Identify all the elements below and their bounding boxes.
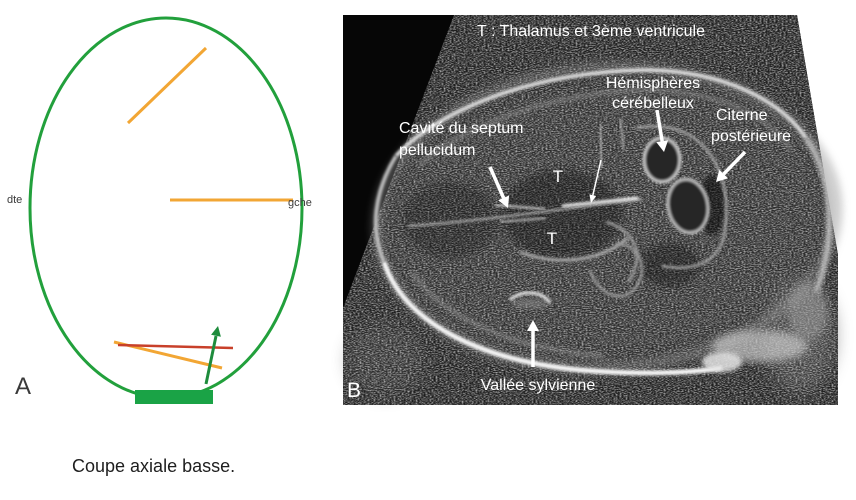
arrow-septum-pellucidum-head	[498, 195, 510, 208]
annotation-posterior-cistern-line1: Citerne	[716, 107, 768, 124]
panel-b-label: B	[347, 379, 361, 402]
maternal-echo-2	[702, 352, 742, 372]
posterior-fossa-outline	[635, 125, 728, 269]
head-outline	[28, 16, 304, 400]
section-line-upper-oblique	[126, 46, 208, 125]
arrow-third-ventricle-shaft	[592, 159, 602, 196]
third-ventricle-echo	[561, 196, 639, 208]
arrow-cerebellar-hemispheres-head	[656, 140, 669, 152]
septum-cavity-lower-wall	[499, 217, 547, 223]
thalamus-region	[502, 170, 622, 258]
skull-vault-upper-inner	[417, 88, 794, 168]
vertical-echo-1	[599, 123, 603, 169]
arrow-posterior-cistern-shaft	[722, 150, 747, 176]
figure-caption: Coupe axiale basse.	[72, 456, 235, 476]
annotation-thalamus-lower: T	[547, 229, 557, 248]
midline-echo	[407, 198, 643, 227]
arrow-sylvian-fissure-head	[527, 320, 539, 331]
frontal-region	[402, 182, 498, 258]
ultrasound-brain-structures	[407, 117, 828, 372]
skull-vault-lower-inner	[410, 271, 605, 358]
vertical-echo-2	[619, 117, 625, 151]
probe-direction-arrowhead	[211, 326, 221, 337]
skull-frontal	[373, 154, 398, 263]
annotation-thalamus-legend: T : Thalamus et 3ème ventricule	[477, 23, 705, 40]
arrow-posterior-cistern-head	[716, 169, 728, 182]
ultrasound-annotations: T : Thalamus et 3ème ventricule Hémisphè…	[347, 23, 791, 402]
sylvian-fissure-glow	[512, 299, 548, 309]
arrow-septum-pellucidum-shaft	[488, 166, 506, 199]
temporal-region	[640, 243, 700, 287]
annotation-septum-pellucidum-line1: Cavité du septum	[399, 120, 524, 137]
maternal-echo-3	[788, 284, 828, 340]
probe-direction-arrow-shaft	[204, 335, 218, 385]
peduncle-loop	[588, 242, 644, 298]
skull-vault-upper	[394, 67, 808, 158]
side-label-gauche: gche	[288, 197, 312, 209]
annotation-cerebellar-hemispheres-line2: cérébelleux	[612, 95, 694, 112]
ultrasound-probe	[135, 390, 213, 404]
panel-a-label: A	[15, 373, 31, 400]
skull-vault-lower	[381, 261, 723, 376]
septum-cavity-upper-wall	[494, 204, 546, 210]
annotation-posterior-cistern-line2: postérieure	[711, 128, 791, 145]
annotation-cerebellar-hemispheres-line1: Hémisphères	[606, 75, 700, 92]
arrow-cerebellar-hemispheres-shaft	[655, 109, 664, 142]
sylvian-fissure-echo	[508, 291, 552, 304]
maternal-echo-1	[712, 330, 808, 362]
panel-a-diagram: dte gche A	[7, 16, 312, 404]
annotation-sylvian-fissure: Vallée sylvienne	[481, 377, 596, 394]
annotation-thalamus-upper: T	[553, 167, 563, 186]
side-label-droite: dte	[7, 194, 22, 206]
skull-occipital	[803, 136, 832, 293]
arrow-third-ventricle-head	[589, 194, 597, 203]
annotation-septum-pellucidum-line2: pellucidum	[399, 142, 475, 159]
brainstem-outline	[605, 220, 639, 283]
ultrasound-skull	[371, 61, 843, 376]
panel-b-ultrasound: T : Thalamus et 3ème ventricule Hémisphè…	[343, 15, 843, 405]
cerebellar-hemisphere-lower	[666, 177, 710, 235]
